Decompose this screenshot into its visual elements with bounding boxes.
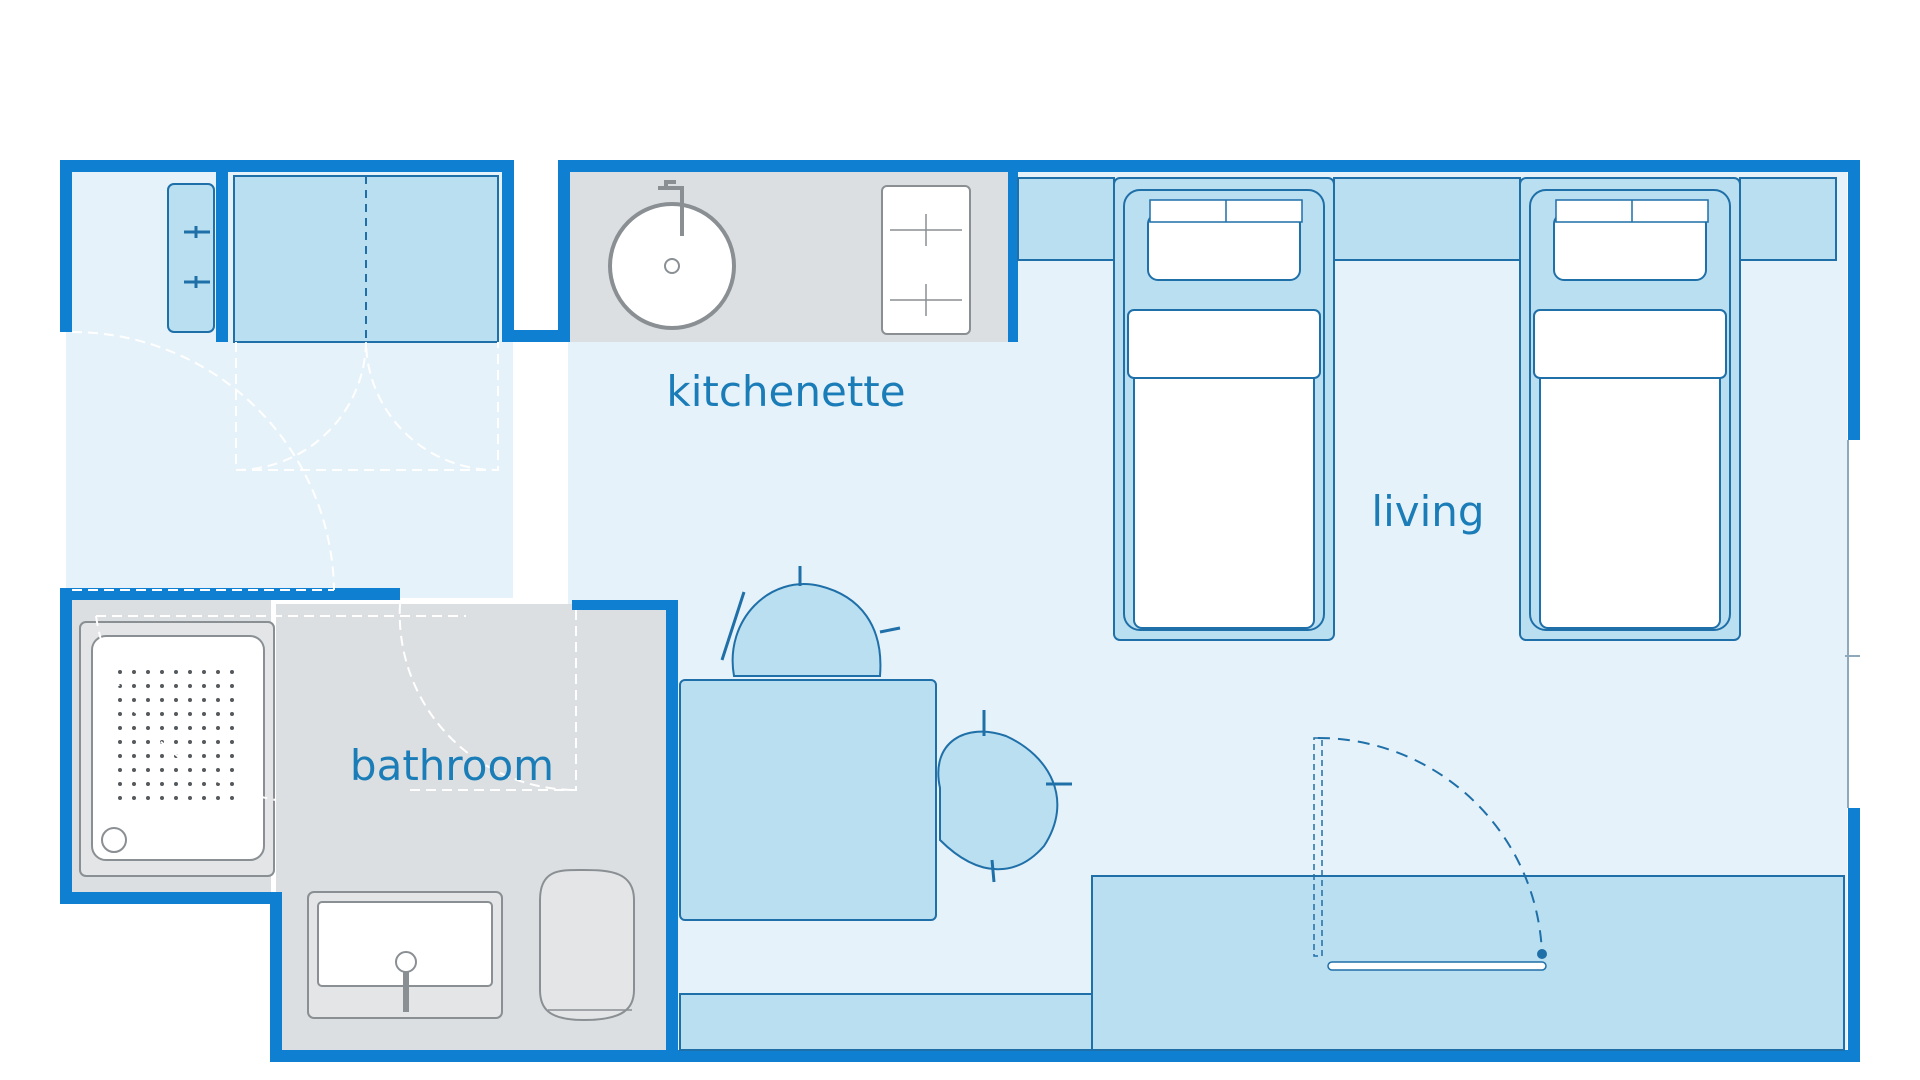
- wardrobe-icon: [167, 175, 499, 471]
- kitchenette-label: kitchenette: [666, 367, 905, 416]
- wash-basin-icon: [307, 891, 503, 1019]
- chair-icon: [937, 710, 1072, 883]
- living-label: living: [1371, 487, 1484, 536]
- bathroom-label: bathroom: [350, 741, 554, 790]
- toilet-icon: [539, 868, 635, 1022]
- entrance-door-icon: [1313, 737, 1547, 971]
- window: [1845, 440, 1860, 808]
- chair-icon: [720, 566, 901, 677]
- single-bed-icon: [1519, 177, 1741, 641]
- sink-icon: [608, 180, 736, 330]
- door-swing-icon: [71, 331, 335, 591]
- cooktop-icon: [881, 185, 971, 335]
- dining-table-icon: [679, 679, 937, 921]
- bathroom-door-swing-icon: [95, 603, 577, 801]
- shower-tray-icon: [79, 621, 275, 877]
- single-bed-icon: [1113, 177, 1335, 641]
- walls: [60, 160, 1860, 1062]
